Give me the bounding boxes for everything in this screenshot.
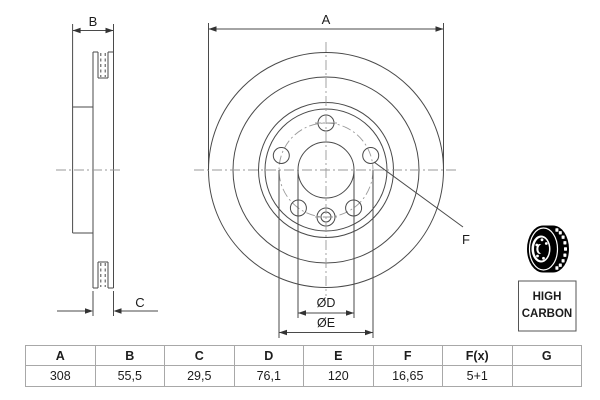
dimension-d: ØD [297,170,355,318]
dimension-d-label: ØD [317,296,336,310]
table-value-d: 76,1 [233,365,304,387]
arrowhead [85,308,93,314]
table-header-row: A B C D E F F(x) G [25,345,582,366]
table-value-e: 120 [303,365,374,387]
icon-bolt-dots [535,238,548,260]
icon-face-ring [528,227,559,271]
dimension-e: ØE [278,170,374,338]
leader-f: F [373,161,470,247]
arrowhead [208,26,217,32]
badge-box [518,280,577,332]
arrowhead [346,310,354,316]
table-header-fx: F(x) [442,345,513,366]
dimension-c-label: C [135,295,144,310]
table-value-b: 55,5 [94,365,165,387]
dimension-f-label: F [462,232,470,247]
table-value-a: 308 [25,365,96,387]
brake-disc-icon [527,225,569,273]
high-carbon-badge: HIGH CARBON [518,225,577,332]
table-header-a: A [25,345,96,366]
arrowhead [435,26,444,32]
arrowhead [72,27,81,34]
table-header-g: G [511,345,582,366]
front-view [194,42,458,296]
dimension-e-label: ØE [317,316,335,330]
arrowhead [279,329,287,336]
technical-drawing: B C [56,12,577,338]
dimension-b: B [72,14,114,34]
table-value-f: 16,65 [372,365,443,387]
high-carbon-label-line1: HIGH [533,291,562,303]
table-value-fx: 5+1 [442,365,513,387]
table-header-f: F [372,345,443,366]
side-view [56,24,122,289]
table-header-d: D [233,345,304,366]
arrowhead [298,310,306,316]
table-header-c: C [164,345,235,366]
high-carbon-label-line2: CARBON [522,308,572,320]
table-value-g [511,365,582,387]
icon-vent-holes [555,228,567,270]
dimension-a: A [208,12,444,170]
arrowhead [105,27,114,34]
table-header-e: E [303,345,374,366]
dimension-a-label: A [322,12,331,27]
table-header-b: B [94,345,165,366]
dimension-b-label: B [89,14,98,29]
dimension-c: C [57,291,158,316]
table-value-c: 29,5 [164,365,235,387]
table-value-row: 308 55,5 29,5 76,1 120 16,65 5+1 [25,365,582,387]
leader-line [373,161,464,228]
arrowhead [113,308,122,314]
bolt-hole [272,147,290,164]
icon-center-bore-inner [538,244,544,254]
bolt-hole [362,147,380,164]
dimensions-table: A B C D E F F(x) G 308 55,5 29,5 76,1 12… [25,345,582,387]
arrowhead [365,329,373,336]
